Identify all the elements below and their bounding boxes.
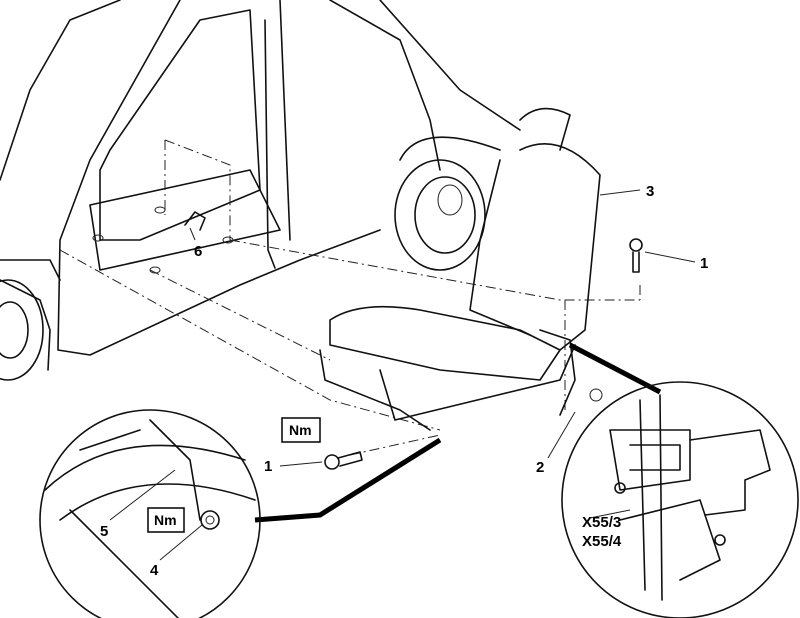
callout-1-rear: 1 [700,255,708,272]
callout-3: 3 [646,183,654,200]
callout-4: 4 [150,562,159,579]
callout-5: 5 [100,523,108,540]
connector-x55-4: X55/4 [582,533,622,550]
seat [319,107,603,431]
car-body [0,0,521,381]
detail-link-right [568,342,662,395]
torque-badge-detail: Nm [147,507,185,533]
detail-circle-left [39,409,261,618]
callout-2: 2 [536,459,544,476]
bolt-front [279,451,363,470]
leader-6 [189,227,196,241]
torque-badge-front: Nm [281,417,321,443]
leader-2 [547,411,576,459]
detail-link-left [254,437,442,523]
torque-label: Nm [154,512,177,528]
connector-x55-3: X55/3 [582,514,621,531]
torque-label: Nm [289,422,312,438]
callout-1-front: 1 [264,458,272,475]
bolt-rear [629,238,696,273]
detail-circle-right [561,381,799,618]
leader-3 [599,189,641,196]
alignment-lines [59,139,641,456]
callout-6: 6 [194,243,202,260]
